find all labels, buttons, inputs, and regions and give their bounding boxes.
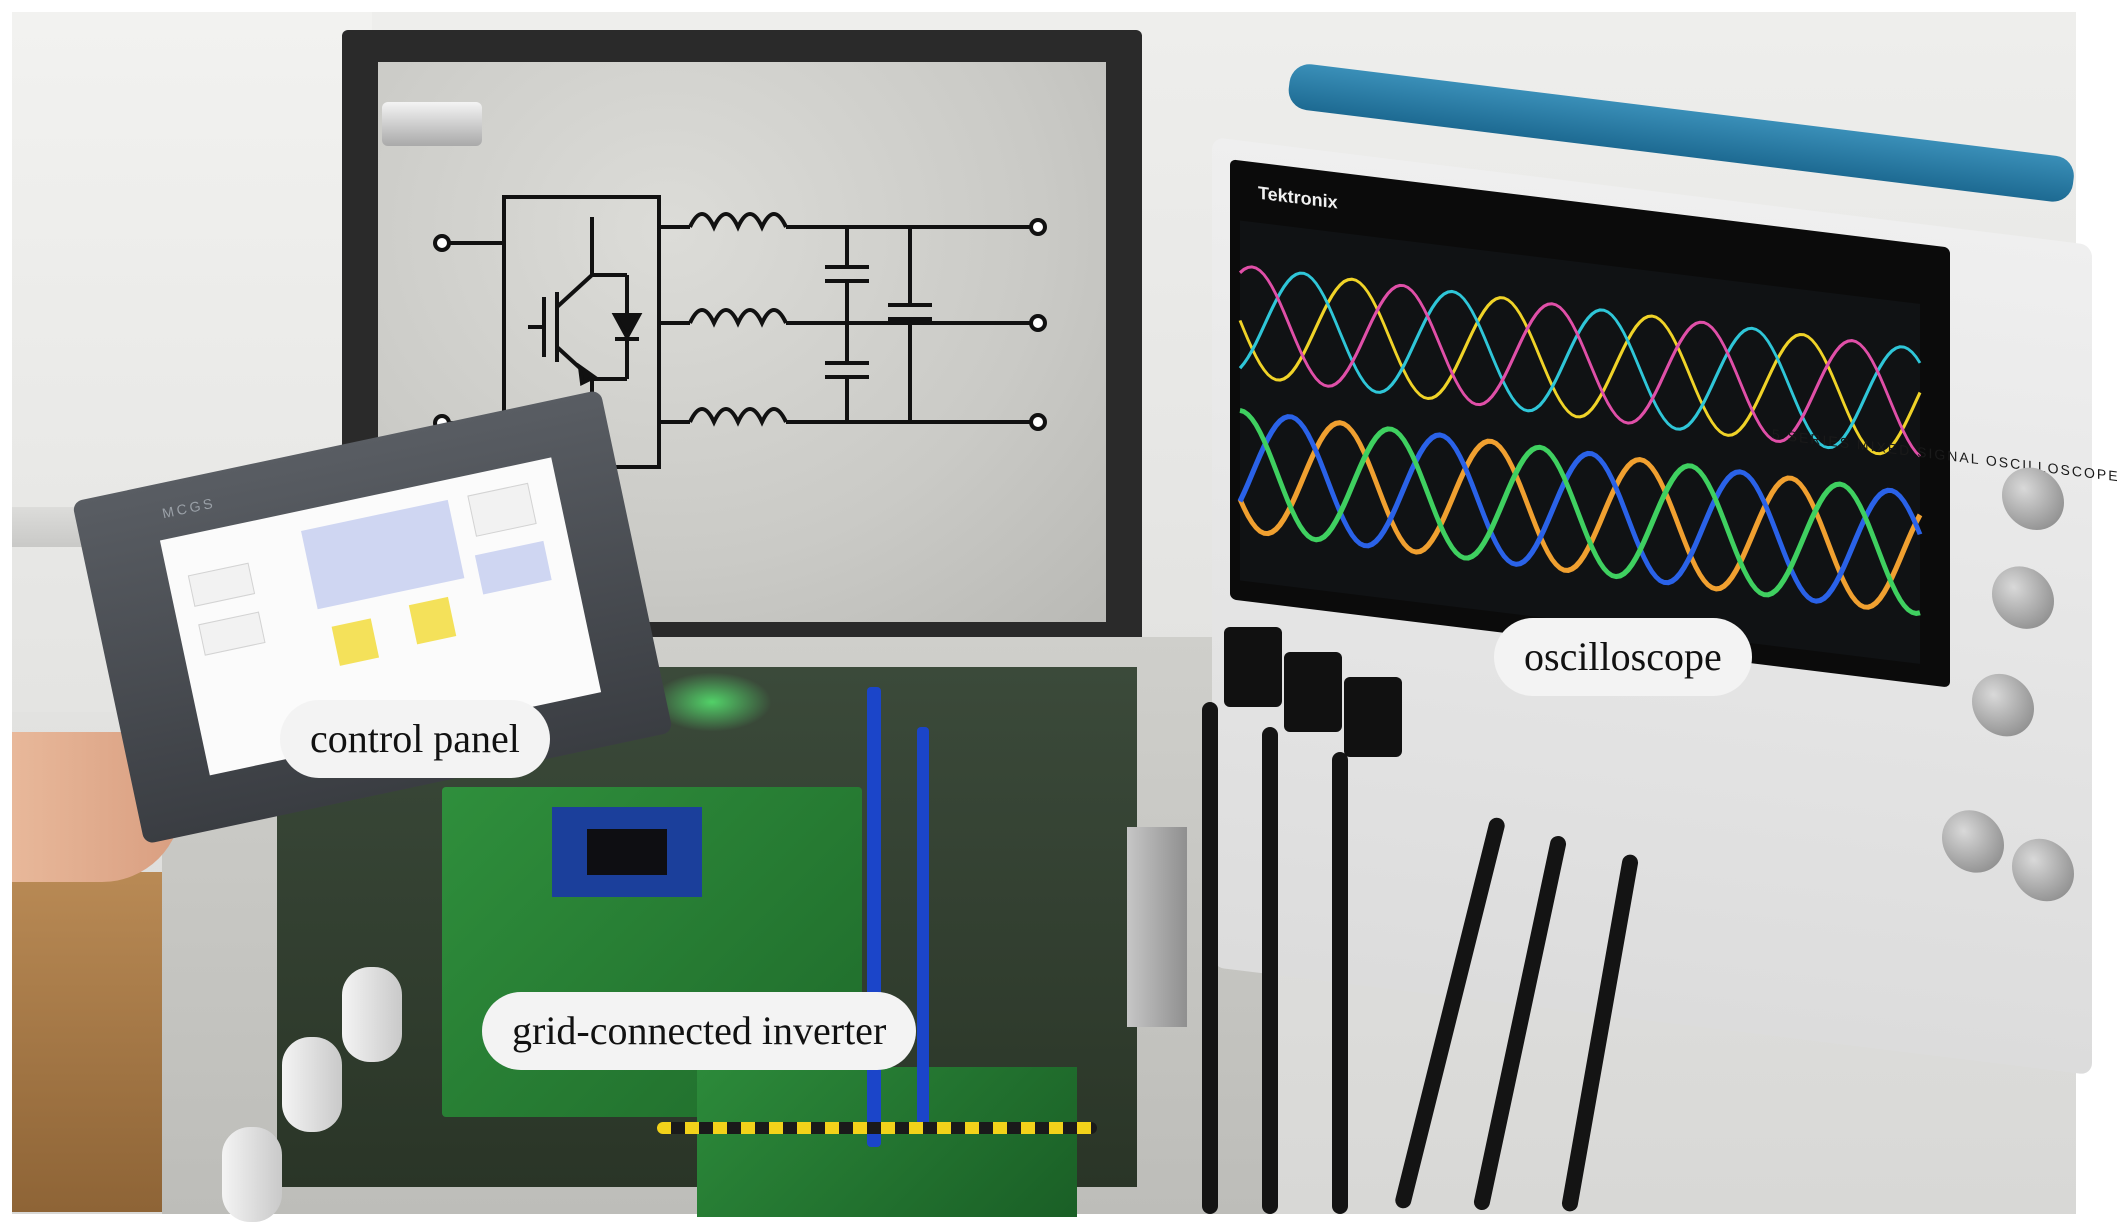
screen-block <box>301 499 465 610</box>
screen-block <box>474 540 552 595</box>
probe-connector <box>1284 652 1342 732</box>
probe-connector <box>1344 677 1402 757</box>
dsp-module <box>552 807 702 897</box>
blue-wire <box>867 687 881 1147</box>
power-supply-unit <box>1127 827 1187 1027</box>
knob-icon <box>1992 562 2054 633</box>
oscilloscope-bezel: Tektronix <box>1230 159 1950 688</box>
probe-connector <box>1224 627 1282 707</box>
oscilloscope-brand: Tektronix <box>1258 182 1338 213</box>
tablet-brand: MCGS <box>160 494 217 522</box>
door-lock-icon <box>382 102 482 146</box>
capacitor <box>342 967 402 1062</box>
screen-button <box>467 482 537 537</box>
knob-icon <box>1942 806 2004 877</box>
oscilloscope-waveform-display <box>1237 220 1923 664</box>
probe-cable <box>1202 702 1218 1214</box>
power-pcb <box>697 1067 1077 1217</box>
knob-icon <box>2012 835 2074 905</box>
capacitor <box>222 1127 282 1222</box>
capacitor <box>282 1037 342 1132</box>
photo-frame: MCGS Tektronix 5 SERIES MIXED <box>12 12 2120 1222</box>
led-glow <box>652 672 772 732</box>
oscilloscope-device: Tektronix 5 SERIES MIXED SIGNAL OSCILLOS… <box>1212 137 2120 1076</box>
screen-indicator <box>408 596 457 645</box>
knob-icon <box>1972 670 2034 740</box>
screen-indicator <box>331 618 380 666</box>
control-panel-label: control panel <box>280 700 550 778</box>
twisted-wire <box>657 1122 1097 1134</box>
oscilloscope-label: oscilloscope <box>1494 618 1752 696</box>
probe-cable <box>1262 727 1278 1214</box>
blue-wire <box>917 727 929 1127</box>
probe-cable <box>1332 752 1348 1214</box>
screen-button <box>187 562 256 607</box>
grid-connected-inverter-label: grid-connected inverter <box>482 992 917 1070</box>
screen-button <box>198 611 266 656</box>
cardboard-box <box>12 872 162 1212</box>
